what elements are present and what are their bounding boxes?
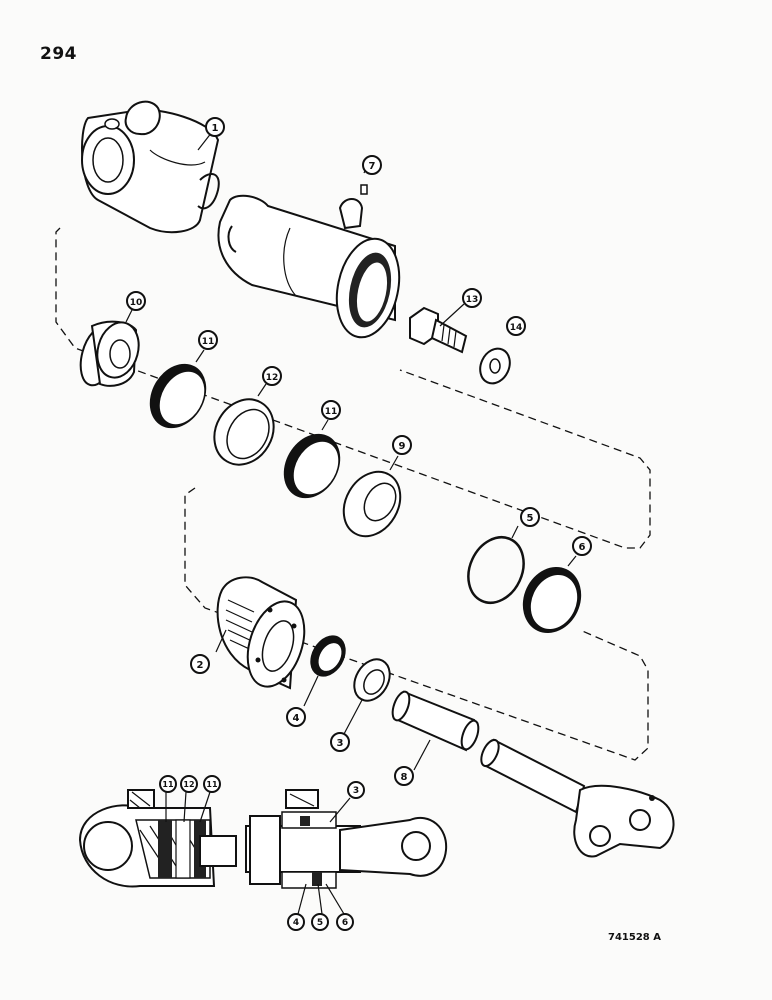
callout-8-label: 8 (401, 772, 408, 783)
callout-12 (262, 366, 282, 386)
page-number: 294 (40, 44, 77, 64)
callout-14 (506, 316, 526, 336)
gland (215, 576, 306, 690)
callout-6-label: 6 (579, 542, 586, 553)
section-view-base-end (78, 789, 237, 888)
section-callout-3-label: 3 (353, 786, 359, 796)
rod-seal (343, 658, 391, 735)
piston-rod (480, 738, 675, 858)
callout-11-upper (198, 330, 218, 350)
callout-3-label: 3 (337, 738, 344, 749)
piston-seal-upper (149, 349, 207, 429)
callout-5-label: 5 (527, 513, 534, 524)
callout-4-label: 4 (293, 713, 300, 724)
seal-group-outline (55, 227, 651, 549)
callout-5 (520, 507, 540, 527)
gland-group-outline (184, 487, 649, 761)
callout-6 (572, 536, 592, 556)
pin (391, 690, 480, 771)
rod-wiper (303, 635, 346, 707)
o-ring (467, 525, 525, 604)
callout-1-label: 1 (212, 123, 219, 134)
callout-10-label: 10 (130, 298, 143, 308)
callout-9 (392, 435, 412, 455)
callout-11-lower-label: 11 (325, 407, 338, 417)
callout-2-label: 2 (197, 660, 204, 671)
callout-12-label: 12 (266, 373, 279, 383)
section-callout-11-left-label: 11 (162, 780, 174, 789)
callout-7-label: 7 (369, 161, 376, 172)
bolt (409, 303, 468, 354)
cylinder-base-end (81, 100, 220, 234)
backup-ring (522, 555, 582, 634)
section-callout-11-left (159, 775, 177, 793)
section-callout-6 (336, 913, 354, 931)
section-callout-4-label: 4 (293, 918, 299, 928)
piston-retainer (342, 455, 402, 538)
callout-1 (205, 117, 225, 137)
callout-9-label: 9 (399, 441, 406, 452)
washer (479, 347, 511, 385)
callout-11-lower (321, 400, 341, 420)
section-callout-11-right-label: 11 (206, 780, 218, 789)
section-callout-3 (347, 781, 365, 799)
wear-ring (213, 383, 275, 466)
section-callout-5 (311, 913, 329, 931)
section-callout-11-right (203, 775, 221, 793)
callout-4 (286, 707, 306, 727)
callout-3 (330, 732, 350, 752)
callout-8 (394, 766, 414, 786)
section-callout-12-label: 12 (183, 780, 194, 789)
callout-2 (190, 654, 210, 674)
section-view-rod-end (245, 789, 448, 889)
callout-13-label: 13 (466, 295, 479, 305)
section-callout-4 (287, 913, 305, 931)
callout-13 (462, 288, 482, 308)
callout-7 (362, 155, 382, 175)
section-callout-12 (180, 775, 198, 793)
callout-14-label: 14 (510, 323, 523, 333)
callout-10 (126, 291, 146, 311)
section-leaders (165, 791, 351, 915)
piston-seal-lower (283, 419, 341, 499)
cylinder-tube (217, 194, 401, 339)
figure-id: 741528 A (608, 932, 661, 943)
section-callout-6-label: 6 (342, 918, 348, 928)
callout-11-upper-label: 11 (202, 337, 215, 347)
section-callout-5-label: 5 (317, 918, 323, 928)
piston (79, 309, 140, 387)
